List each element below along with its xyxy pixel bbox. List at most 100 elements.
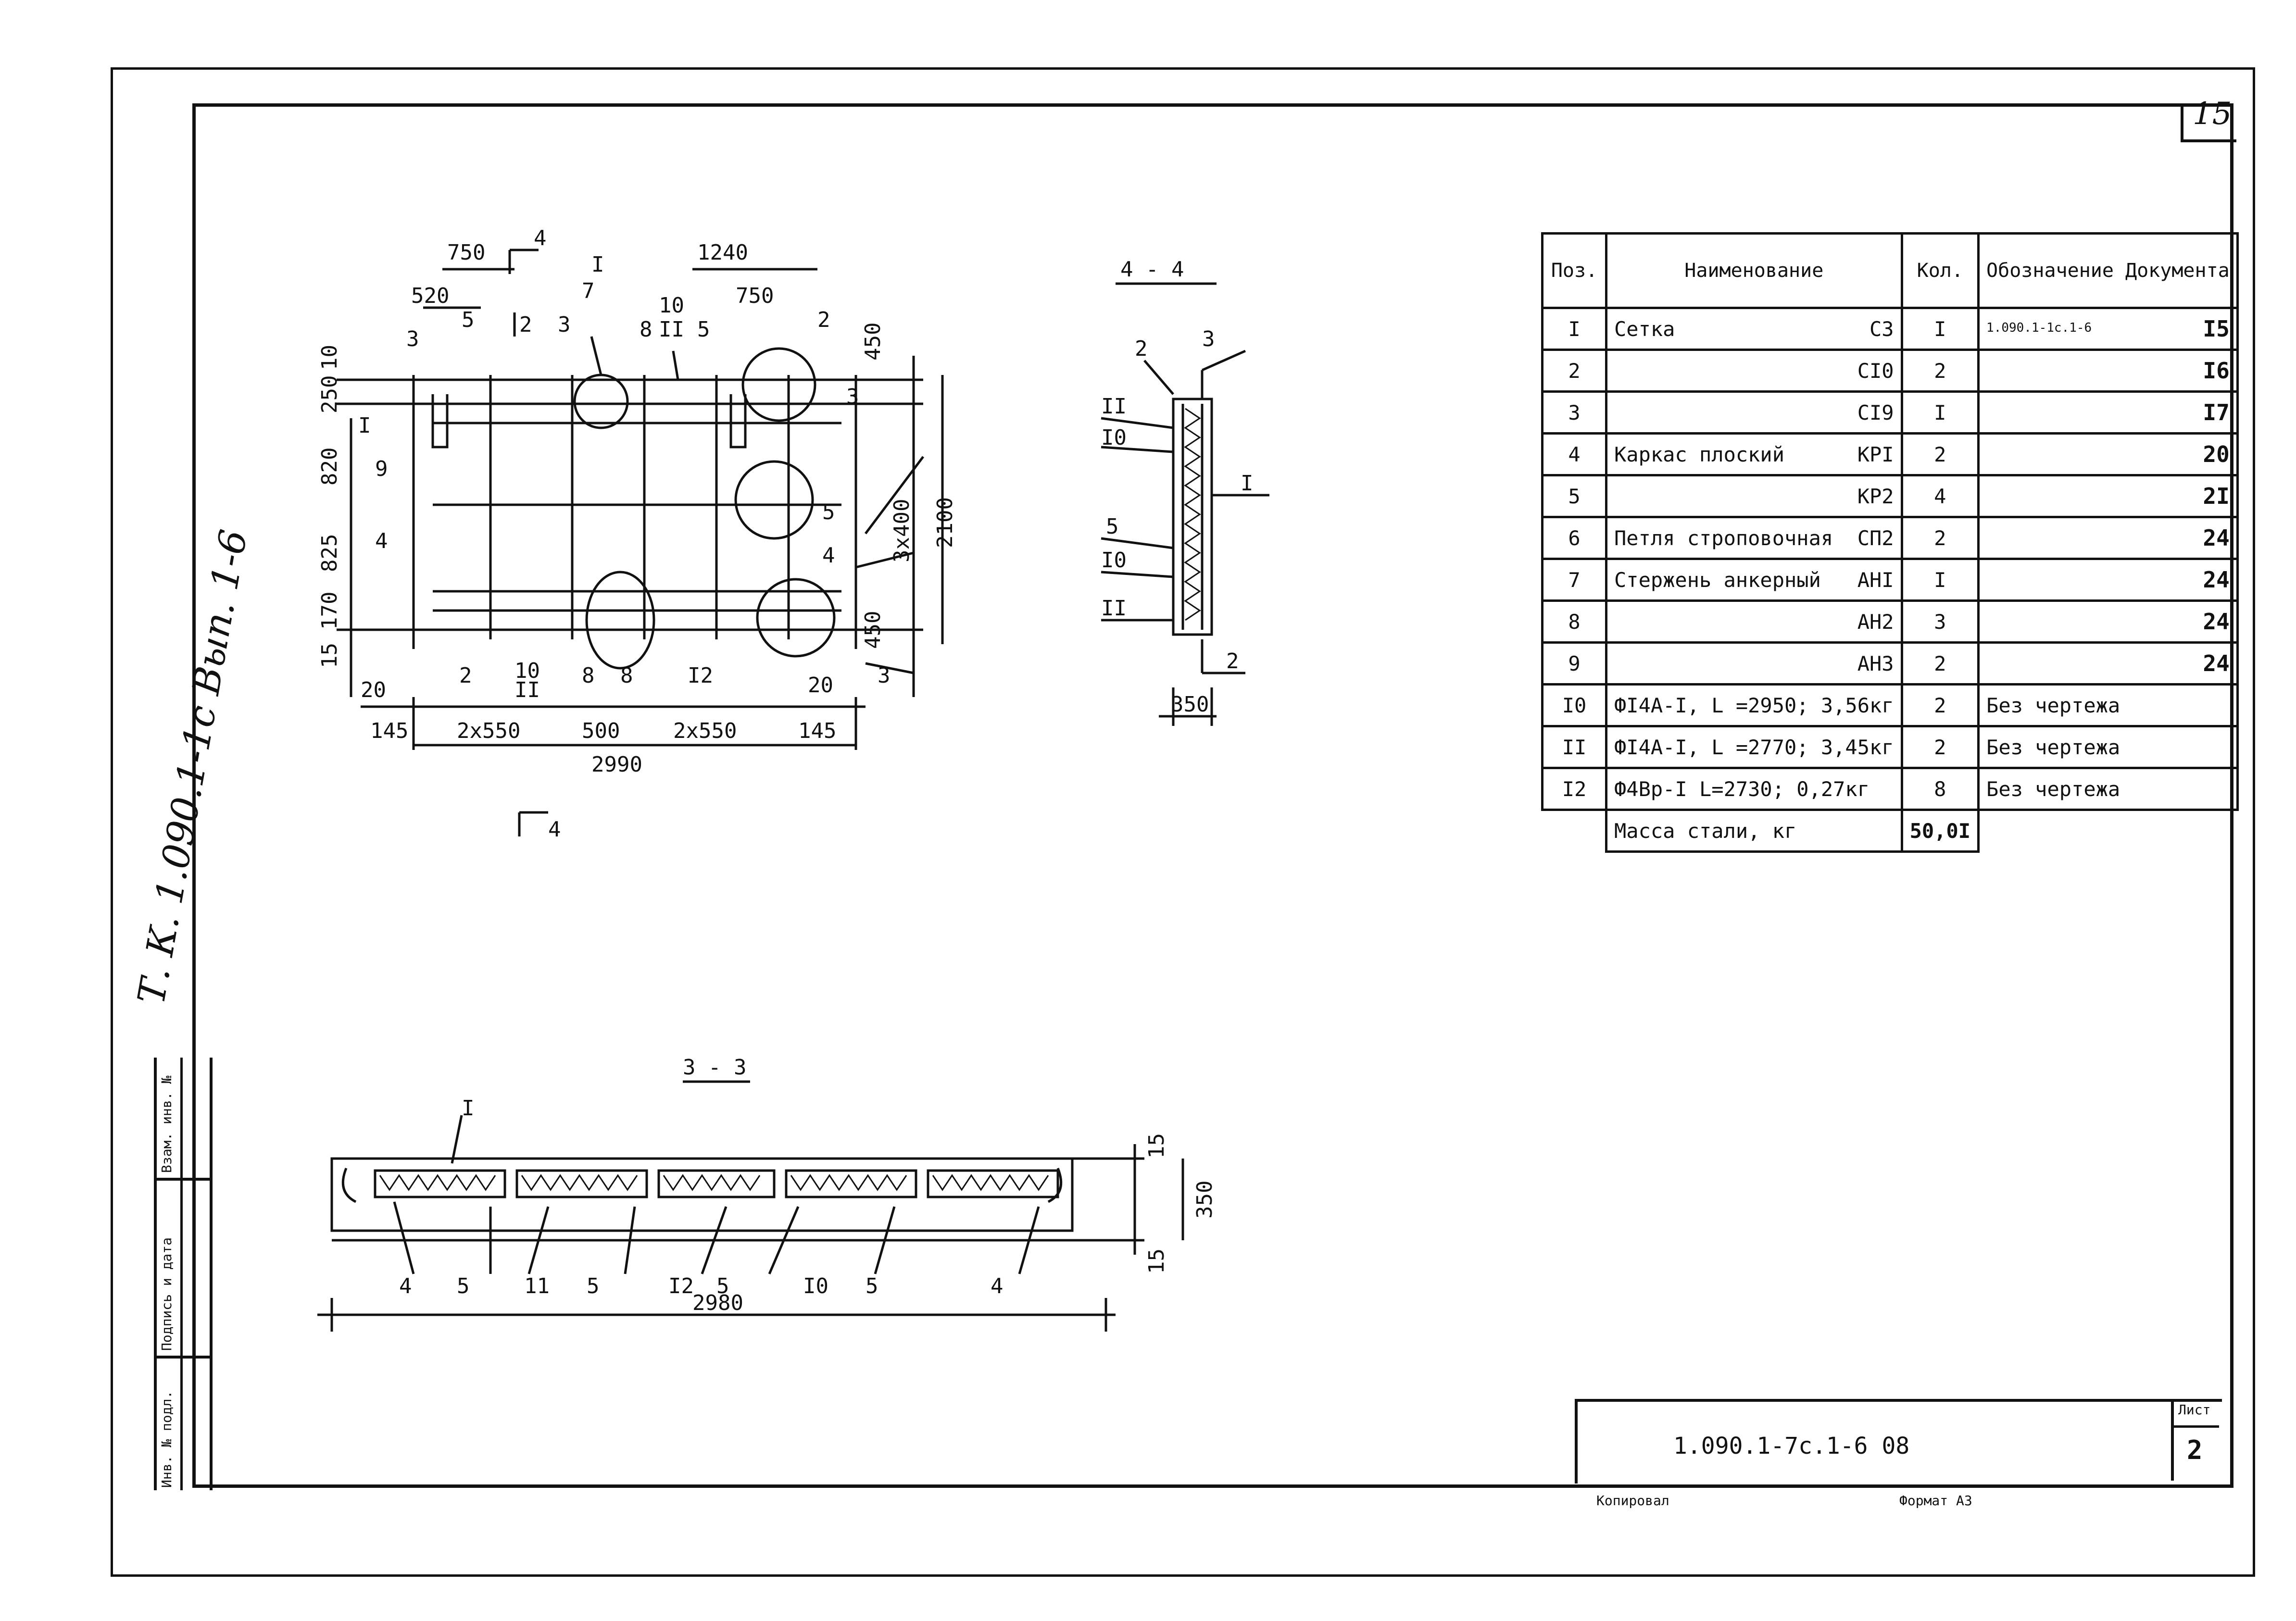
cell-empty — [1542, 809, 1606, 852]
s33-label-4b: 4 — [991, 1274, 1004, 1298]
cell-mark: СI0 — [1857, 359, 1894, 383]
cell-name: ФI4А-I, L =2950; 3,56кг — [1605, 683, 1903, 727]
pos-8a: 8 — [640, 317, 652, 342]
cell-name-text: Каркас плоский — [1614, 442, 1785, 466]
pos-7: 7 — [582, 279, 595, 303]
pos-I-top: I — [591, 252, 604, 277]
cell-doc: Без чертежа — [1977, 725, 2239, 769]
pos-I2: I2 — [688, 663, 713, 688]
dim-bottom-20b: 20 — [808, 673, 833, 698]
pos-2c: 2 — [459, 663, 472, 688]
cell-name: Каркас плоский КРI — [1605, 432, 1903, 476]
s44-label-3: 3 — [1202, 327, 1215, 351]
cell-name-text: Сетка — [1614, 317, 1675, 341]
pos-8c: 8 — [620, 663, 633, 688]
mass-row: Масса стали, кг 50,0I — [1542, 809, 2238, 853]
table-row: I2 Ф4Вр-I L=2730; 0,27кг 8 Без чертежа — [1541, 767, 2239, 811]
cell-doc-note: Без чертежа — [1986, 693, 2120, 717]
cell-page: I7 — [2203, 399, 2230, 425]
s44-label-2a: 2 — [1135, 337, 1148, 361]
table-row: 3 СI9 I I7 — [1541, 390, 2239, 435]
dim-left-170: 170 — [317, 592, 342, 630]
sheet-corner-box — [2181, 103, 2236, 142]
s44-label-I0b: I0 — [1101, 548, 1127, 573]
pos-5a: 5 — [462, 308, 475, 332]
cell-pos: I — [1541, 307, 1607, 351]
cell-pos: 4 — [1541, 432, 1607, 476]
cell-pos: 9 — [1541, 641, 1607, 686]
cell-doc: 24 — [1977, 599, 2239, 644]
cell-doc: 24 — [1977, 516, 2239, 560]
cell-page: I5 — [2203, 316, 2230, 342]
s44-label-I0a: I0 — [1101, 425, 1127, 450]
dim-bottom-145b: 145 — [798, 719, 836, 743]
pos-9: 9 — [375, 457, 388, 481]
pos-3c: 3 — [846, 385, 859, 409]
cut-mark-top: 4 — [534, 226, 547, 250]
cell-pos: 7 — [1541, 558, 1607, 602]
cell-name: ФI4А-I, L =2770; 3,45кг — [1605, 725, 1903, 769]
cell-qty: 2 — [1900, 516, 1980, 560]
s44-label-5: 5 — [1106, 514, 1119, 539]
cell-page: 24 — [2203, 650, 2230, 676]
cell-page: 24 — [2203, 609, 2230, 635]
cell-name: АН3 — [1605, 641, 1903, 686]
side-label-replace: Взам. инв. № — [159, 1075, 175, 1173]
format-label: Формат А3 — [1899, 1493, 1972, 1509]
s44-label-IIb: II — [1101, 596, 1127, 621]
cell-qty: 2 — [1900, 432, 1980, 476]
side-label-inv: Инв. № подл. — [159, 1390, 175, 1488]
sheet-corner-number: 15 — [2193, 96, 2232, 132]
s33-label-5d: 5 — [866, 1274, 878, 1298]
section-4-4-title: 4 - 4 — [1120, 257, 1184, 282]
cell-page: 2I — [2203, 483, 2230, 509]
table-row: 4 Каркас плоский КРI 2 20 — [1541, 432, 2239, 476]
drawing-code: 1.090.1-7с.1-6 08 — [1673, 1433, 1910, 1459]
cell-doc-note: Без чертежа — [1986, 735, 2120, 759]
spec-header-pos: Поз. — [1541, 232, 1607, 309]
cell-mark: АН2 — [1857, 610, 1894, 634]
s44-label-2b: 2 — [1226, 649, 1239, 673]
cell-mark: АН3 — [1857, 651, 1894, 675]
cell-name: КР2 — [1605, 474, 1903, 518]
cell-mark: АНI — [1857, 568, 1894, 592]
cell-page: 20 — [2203, 441, 2230, 467]
specification-table: Поз. Наименование Кол. Обозначение Докум… — [1541, 232, 2239, 853]
signature-column — [154, 1058, 213, 1490]
cell-doc: I7 — [1977, 390, 2239, 435]
cell-mark: КРI — [1857, 442, 1894, 466]
pos-2b: 2 — [817, 308, 830, 332]
dim-750-a: 750 — [447, 240, 485, 265]
dim-right-3x400: 3х400 — [890, 499, 914, 562]
s33-label-I2: I2 — [668, 1274, 694, 1298]
dim-right-450a: 450 — [861, 323, 885, 361]
cell-pos: 5 — [1541, 474, 1607, 518]
side-label-sign: Подпись и дата — [159, 1237, 175, 1351]
cell-qty: 2 — [1900, 683, 1980, 727]
s33-total: 2980 — [692, 1291, 743, 1315]
dim-left-10: 10 — [317, 345, 342, 370]
section-4-4: 4 - 4 2 3 II I0 I 5 I0 II 2 350 — [1101, 257, 1269, 726]
cell-page: 24 — [2203, 567, 2230, 593]
cell-doc-note: 1.090.1-1с.1-6 — [1986, 321, 2092, 335]
cell-doc-note: Без чертежа — [1986, 777, 2120, 801]
cell-page: I6 — [2203, 358, 2230, 384]
s33-label-11: 11 — [524, 1274, 550, 1298]
dim-left-15: 15 — [317, 643, 342, 668]
pos-IIb: II — [514, 678, 540, 702]
sheet-box — [2171, 1399, 2222, 1481]
dim-bottom-2x550b: 2х550 — [673, 719, 737, 743]
mass-value: 50,0I — [1900, 809, 1980, 853]
cell-name-text: Ф4Вр-I L=2730; 0,27кг — [1614, 777, 1870, 801]
cell-doc: I6 — [1977, 349, 2239, 393]
spec-header-name: Наименование — [1605, 232, 1903, 309]
dim-right-450b: 450 — [861, 611, 885, 649]
cell-doc: Без чертежа — [1977, 767, 2239, 811]
pos-3b: 3 — [558, 312, 571, 337]
